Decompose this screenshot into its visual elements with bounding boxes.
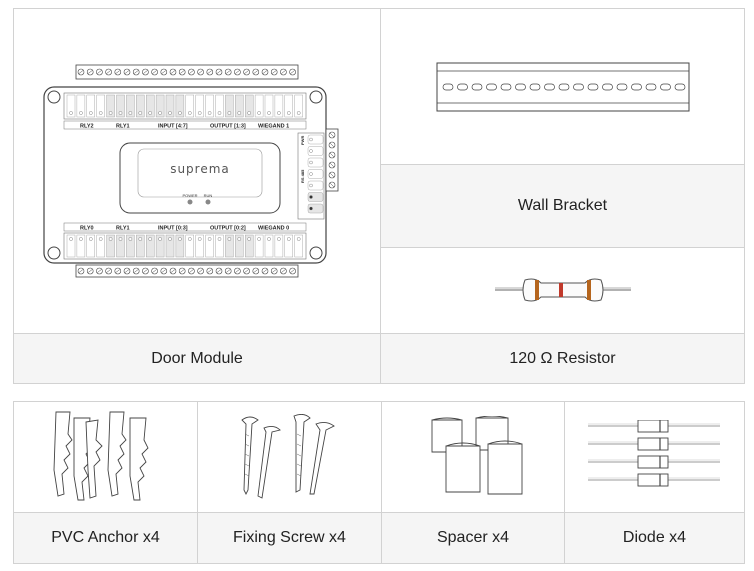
top-label-output: OUTPUT [1:3] <box>210 124 246 130</box>
diode-label: Diode x4 <box>565 512 744 563</box>
top-label-rly2: RLY2 <box>80 124 94 130</box>
power-led <box>187 199 193 205</box>
top-label-input: INPUT [4:7] <box>158 124 188 130</box>
top-label-wiegand: WIEGAND 1 <box>258 124 289 130</box>
bottom-label-input: INPUT [0:3] <box>158 226 188 232</box>
side-label-pwr: PWR <box>300 136 305 145</box>
bottom-label-rly0: RLY0 <box>80 226 94 232</box>
bottom-label-rly1: RLY1 <box>116 226 130 232</box>
resistor-band-1 <box>535 280 539 300</box>
wall-bracket-label: Wall Bracket <box>381 164 744 247</box>
power-label: POWER <box>182 193 197 198</box>
top-terminal-strip <box>75 64 299 80</box>
run-label: RUN <box>204 193 213 198</box>
bottom-label-output: OUTPUT [0:2] <box>210 226 246 232</box>
resistor-label: 120 Ω Resistor <box>381 333 744 383</box>
fixing-screw-label: Fixing Screw x4 <box>198 512 381 563</box>
door-module-card: RLY2 RLY1 INPUT [4:7] OUTPUT [1:3] WIEGA… <box>13 8 381 384</box>
bottom-label-wiegand: WIEGAND 0 <box>258 226 289 232</box>
pvc-anchor-icon <box>53 411 149 501</box>
pvc-anchor-label: PVC Anchor x4 <box>14 512 197 563</box>
brand-logo: suprema <box>170 162 230 176</box>
spacer-icon <box>431 416 523 495</box>
screw-icon <box>241 414 335 499</box>
spacer-label: Spacer x4 <box>382 512 564 563</box>
bracket-resistor-card: Wall Bracket 120 Ω Resistor <box>380 8 745 384</box>
side-label-rs485: RS 485 <box>300 169 305 183</box>
run-led <box>205 199 211 205</box>
resistor-band-3 <box>587 280 591 300</box>
door-module-label: Door Module <box>14 333 380 383</box>
resistor-band-2 <box>559 283 563 297</box>
door-module-icon: RLY2 RLY1 INPUT [4:7] OUTPUT [1:3] WIEGA… <box>43 64 339 278</box>
diode-icon <box>588 420 720 487</box>
accessories-card: PVC Anchor x4 Fixing Screw x4 Spacer x4 … <box>13 401 745 564</box>
resistor-icon <box>495 278 631 302</box>
din-rail-bracket-icon <box>436 62 690 112</box>
bottom-terminal-strip <box>75 264 299 278</box>
top-label-rly1: RLY1 <box>116 124 130 130</box>
